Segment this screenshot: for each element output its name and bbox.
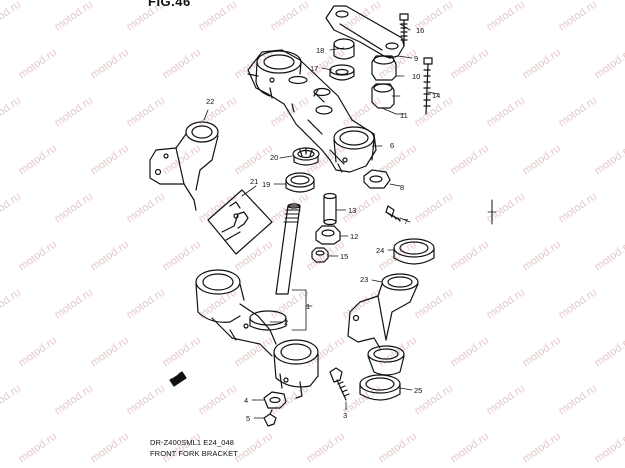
callout-20: 20 bbox=[270, 153, 278, 162]
bolt-7 bbox=[385, 205, 401, 222]
handlebar-holder-lower bbox=[371, 55, 397, 109]
figure-label: FIG.46 bbox=[148, 0, 191, 9]
callout-14: 14 bbox=[432, 91, 440, 100]
callout-24: 24 bbox=[376, 246, 384, 255]
callout-22: 22 bbox=[206, 97, 214, 106]
bearing-race-19 bbox=[285, 172, 315, 193]
leader-lines bbox=[203, 23, 439, 419]
spacer-13 bbox=[323, 192, 337, 226]
front-arrow-marker bbox=[169, 371, 187, 387]
callout-21: 21 bbox=[250, 177, 258, 186]
diagram-code: DR-Z400SML1 E24_048 bbox=[150, 438, 235, 447]
callout-19: 19 bbox=[262, 180, 270, 189]
bolt-3 bbox=[329, 367, 350, 401]
bearing-20 bbox=[292, 147, 320, 166]
callout-15: 15 bbox=[340, 252, 348, 261]
nut-15 bbox=[311, 247, 329, 263]
callout-5: 5 bbox=[246, 414, 250, 423]
nut-12 bbox=[315, 225, 341, 245]
callout-8: 8 bbox=[400, 183, 404, 192]
callout-numbers: 1 2 3 4 5 6 7 8 9 10 11 12 13 14 15 16 1… bbox=[206, 26, 440, 423]
callout-23: 23 bbox=[360, 275, 368, 284]
callout-6: 6 bbox=[390, 141, 394, 150]
fork-guide-25 bbox=[359, 374, 401, 401]
steering-stem bbox=[249, 203, 301, 331]
callout-9: 9 bbox=[414, 54, 418, 63]
callout-11: 11 bbox=[400, 111, 408, 120]
bolt-16 bbox=[399, 13, 409, 47]
callout-2: 2 bbox=[284, 318, 288, 327]
callout-25: 25 bbox=[414, 386, 422, 395]
clamp-8 bbox=[363, 169, 391, 189]
callout-7: 7 bbox=[404, 217, 408, 226]
diagram-caption: FRONT FORK BRACKET bbox=[150, 449, 238, 458]
callout-18: 18 bbox=[316, 46, 324, 55]
callout-13: 13 bbox=[348, 206, 356, 215]
fork-guide-24 bbox=[393, 238, 435, 265]
callout-16: 16 bbox=[416, 26, 424, 35]
callout-3: 3 bbox=[343, 411, 347, 420]
washer bbox=[288, 75, 308, 85]
clamp-4 bbox=[263, 391, 287, 409]
cushion-17 bbox=[329, 64, 355, 81]
inset-box-21 bbox=[207, 189, 273, 255]
callout-12: 12 bbox=[350, 232, 358, 241]
upper-bracket bbox=[247, 49, 377, 173]
callout-4: 4 bbox=[244, 396, 248, 405]
number-plate-bracket-23 bbox=[347, 273, 419, 376]
headlamp-bracket-22 bbox=[149, 121, 219, 211]
callout-10: 10 bbox=[412, 72, 420, 81]
washer bbox=[313, 87, 331, 97]
bolt-14 bbox=[423, 57, 433, 115]
callout-17: 17 bbox=[310, 64, 318, 73]
callout-1: 1 bbox=[306, 302, 310, 311]
screw-5 bbox=[263, 409, 277, 427]
lower-bracket bbox=[195, 269, 319, 399]
cushion-18 bbox=[333, 38, 355, 60]
tick-marks bbox=[313, 89, 325, 103]
handlebar-holder-upper bbox=[325, 5, 405, 59]
